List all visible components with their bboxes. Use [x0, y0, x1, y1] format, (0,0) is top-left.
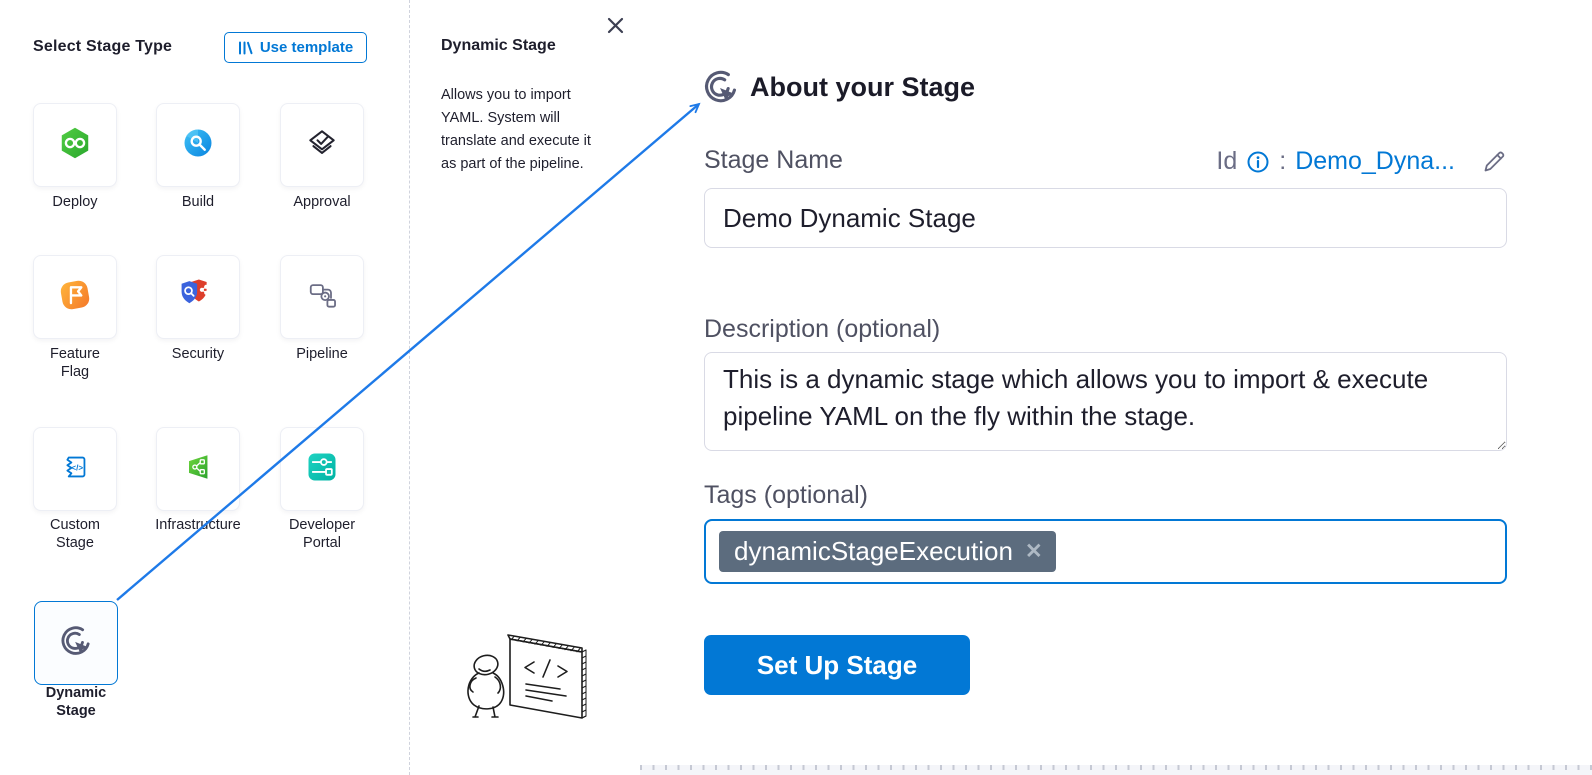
- feature-flag-icon: [57, 277, 93, 318]
- tags-input[interactable]: dynamicStageExecution ✕: [704, 519, 1507, 584]
- stage-label-build: Build: [136, 194, 260, 212]
- stage-label-infrastructure: Infrastructure: [136, 517, 260, 535]
- page-title: Select Stage Type: [33, 38, 172, 56]
- stage-card-approval[interactable]: [280, 103, 364, 187]
- stage-label-approval: Approval: [260, 194, 384, 212]
- stage-label-developer-portal: Developer Portal: [260, 517, 384, 552]
- stage-card-dynamic-stage[interactable]: [34, 601, 118, 685]
- tags-label: Tags (optional): [704, 481, 868, 510]
- stage-label-security: Security: [136, 346, 260, 364]
- stage-card-pipeline[interactable]: [280, 255, 364, 339]
- tag-text: dynamicStageExecution: [734, 536, 1013, 567]
- stage-label-pipeline: Pipeline: [260, 346, 384, 364]
- setup-stage-button[interactable]: Set Up Stage: [704, 635, 970, 695]
- id-separator: :: [1279, 147, 1286, 176]
- stage-card-security[interactable]: [156, 255, 240, 339]
- close-icon: [606, 16, 625, 35]
- infrastructure-icon: [180, 449, 216, 490]
- stage-label-custom-stage: Custom Stage: [13, 517, 137, 552]
- id-value: Demo_Dyna...: [1295, 147, 1455, 176]
- about-stage-icon: [700, 66, 742, 113]
- use-template-button[interactable]: Use template: [224, 32, 367, 63]
- stage-label-dynamic-stage: Dynamic Stage: [14, 685, 138, 720]
- stage-id-row: Id : Demo_Dyna...: [1216, 147, 1507, 176]
- stage-label-deploy: Deploy: [13, 194, 137, 212]
- close-button[interactable]: [604, 14, 626, 36]
- tag-chip: dynamicStageExecution ✕: [719, 531, 1056, 572]
- description-label: Description (optional): [704, 315, 940, 344]
- stage-name-label: Stage Name: [704, 146, 843, 175]
- pipeline-icon: [304, 277, 340, 318]
- stage-card-developer-portal[interactable]: [280, 427, 364, 511]
- pipeline-canvas-grid: [640, 765, 1592, 775]
- info-icon[interactable]: [1246, 150, 1270, 174]
- edit-id-button[interactable]: [1481, 149, 1507, 175]
- svg-text:</>: </>: [71, 463, 83, 472]
- description-textarea[interactable]: This is a dynamic stage which allows you…: [704, 352, 1507, 451]
- stage-card-custom-stage[interactable]: </>: [33, 427, 117, 511]
- stage-card-build[interactable]: [156, 103, 240, 187]
- id-label: Id: [1216, 147, 1237, 176]
- tag-remove-button[interactable]: ✕: [1025, 541, 1043, 562]
- stage-card-infrastructure[interactable]: [156, 427, 240, 511]
- use-template-label: Use template: [260, 39, 353, 56]
- help-panel-description: Allows you to import YAML. System will t…: [441, 84, 605, 176]
- about-panel-heading: About your Stage: [750, 72, 975, 103]
- whiteboard-illustration: [446, 618, 596, 738]
- security-icon: [179, 278, 217, 317]
- stage-card-feature-flag[interactable]: [33, 255, 117, 339]
- approval-icon: [304, 125, 340, 166]
- deploy-icon: [57, 125, 93, 166]
- pencil-icon: [1481, 149, 1507, 175]
- help-panel-title: Dynamic Stage: [441, 37, 556, 55]
- dynamic-stage-icon: [57, 622, 95, 665]
- developer-portal-icon: [304, 449, 340, 490]
- template-library-icon: [238, 40, 253, 56]
- build-icon: [180, 125, 216, 166]
- stage-card-deploy[interactable]: [33, 103, 117, 187]
- panel-divider: [409, 0, 410, 775]
- custom-stage-icon: </>: [57, 449, 93, 490]
- stage-label-feature-flag: Feature Flag: [13, 346, 137, 381]
- stage-name-input[interactable]: [704, 188, 1507, 248]
